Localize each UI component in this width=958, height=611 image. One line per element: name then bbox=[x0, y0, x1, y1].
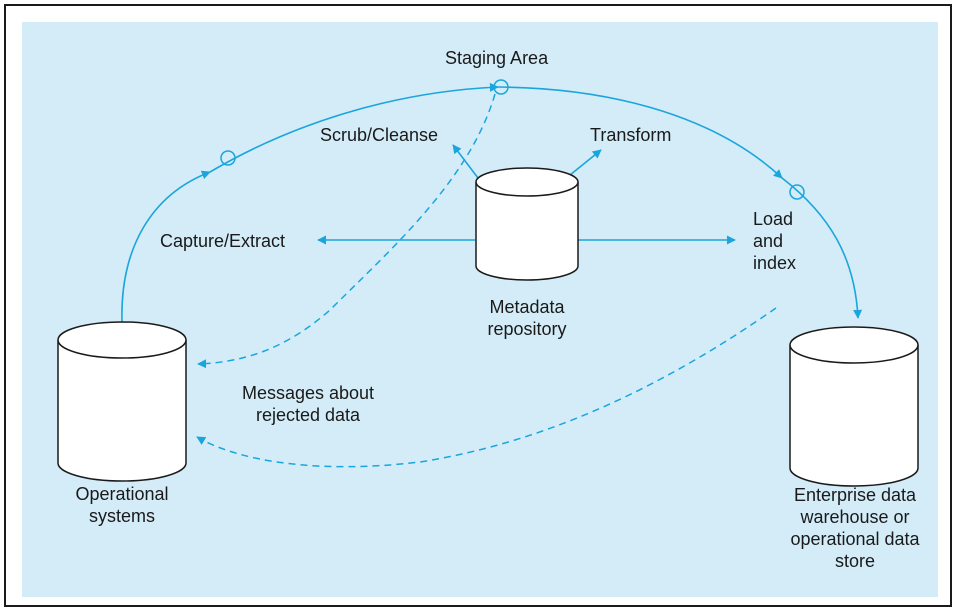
rejected-line-1: Messages about bbox=[241, 383, 375, 403]
staging-node-1 bbox=[220, 150, 236, 166]
load-and-index-line-1: Load bbox=[753, 209, 794, 229]
operational-systems-cylinder bbox=[57, 321, 187, 482]
rejected-data-label: Messages about rejected data bbox=[238, 382, 378, 426]
operational-systems-label: Operational systems bbox=[62, 483, 182, 527]
rejected-feedback-load bbox=[196, 307, 777, 468]
metadata-repository-label: Metadata repository bbox=[477, 296, 577, 340]
metadata-to-transform-arrow bbox=[569, 149, 602, 176]
ewh-line-4: store bbox=[834, 551, 876, 571]
flow-arc-to-staging bbox=[209, 82, 499, 173]
staging-area-label: Staging Area bbox=[445, 48, 549, 68]
flow-arc-from-staging bbox=[497, 86, 783, 179]
load-and-index-label: Load and index bbox=[753, 208, 796, 274]
diagram-panel bbox=[22, 22, 938, 597]
load-and-index-line-2: and bbox=[753, 231, 784, 251]
enterprise-warehouse-label: Enterprise data warehouse or operational… bbox=[780, 484, 930, 572]
ewh-line-3: operational data bbox=[790, 529, 920, 549]
ewh-line-1: Enterprise data bbox=[793, 485, 917, 505]
load-and-index-line-3: index bbox=[753, 253, 797, 273]
transform-label: Transform bbox=[590, 125, 672, 145]
enterprise-warehouse-cylinder bbox=[789, 326, 919, 487]
flow-arc-load bbox=[781, 177, 863, 319]
operational-line-1: Operational bbox=[75, 484, 169, 504]
flow-arc-extract bbox=[121, 170, 211, 323]
metadata-line-2: repository bbox=[487, 319, 567, 339]
metadata-repository-cylinder bbox=[475, 167, 579, 281]
operational-line-2: systems bbox=[88, 506, 155, 526]
staging-node-3 bbox=[789, 184, 805, 200]
scrub-cleanse-label: Scrub/Cleanse bbox=[320, 125, 439, 145]
staging-node-2 bbox=[493, 79, 509, 95]
rejected-feedback-staging bbox=[197, 93, 496, 369]
ewh-line-2: warehouse or bbox=[800, 507, 910, 527]
metadata-to-scrub-arrow bbox=[452, 144, 479, 179]
metadata-line-1: Metadata bbox=[489, 297, 565, 317]
capture-extract-label: Capture/Extract bbox=[160, 231, 286, 251]
rejected-line-2: rejected data bbox=[255, 405, 361, 425]
